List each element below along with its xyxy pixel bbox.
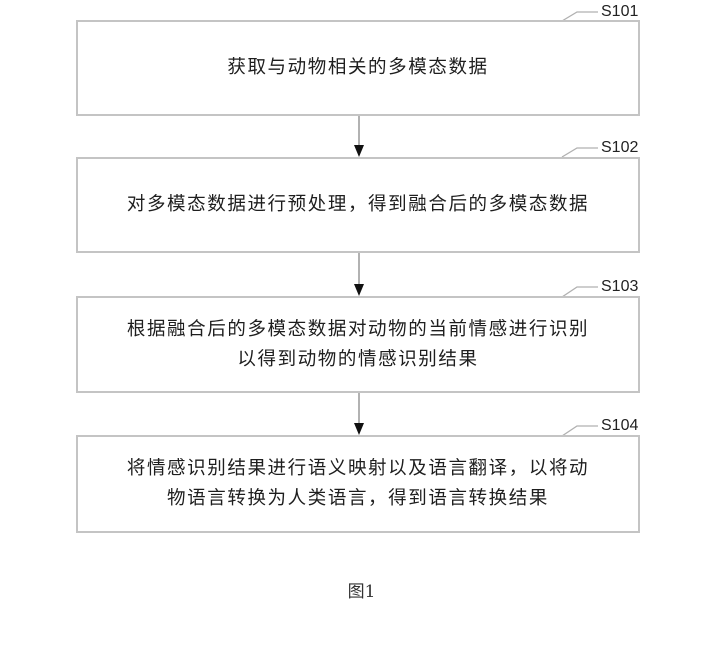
arrow-head-1 bbox=[354, 145, 364, 157]
step-box-s101: 获取与动物相关的多模态数据 bbox=[76, 20, 640, 116]
step-box-s102: 对多模态数据进行预处理，得到融合后的多模态数据 bbox=[76, 157, 640, 253]
step-text-s102: 对多模态数据进行预处理，得到融合后的多模态数据 bbox=[126, 194, 590, 215]
step-label-s102: S102 bbox=[601, 139, 639, 156]
step-text-s101: 获取与动物相关的多模态数据 bbox=[227, 57, 489, 78]
leader-line-s104 bbox=[561, 425, 598, 437]
step-label-s104: S104 bbox=[601, 417, 639, 434]
leader-line-s102 bbox=[561, 147, 598, 158]
step-text-s103: 根据融合后的多模态数据对动物的当前情感进行识别 以得到动物的情感识别结果 bbox=[126, 318, 590, 370]
step-box-s104: 将情感识别结果进行语义映射以及语言翻译，以将动 物语言转换为人类语言，得到语言转… bbox=[76, 435, 640, 533]
step-label-s103: S103 bbox=[601, 278, 639, 295]
step-text-s104: 将情感识别结果进行语义映射以及语言翻译，以将动 物语言转换为人类语言，得到语言转… bbox=[126, 458, 590, 509]
arrow-head-3 bbox=[354, 423, 364, 435]
arrow-head-2 bbox=[354, 284, 364, 296]
leader-line-s103 bbox=[561, 286, 598, 298]
step-label-s101: S101 bbox=[601, 3, 639, 20]
step-box-s103: 根据融合后的多模态数据对动物的当前情感进行识别 以得到动物的情感识别结果 bbox=[76, 296, 640, 393]
leader-line-s101 bbox=[561, 11, 598, 22]
figure-caption: 图1 bbox=[347, 582, 376, 602]
